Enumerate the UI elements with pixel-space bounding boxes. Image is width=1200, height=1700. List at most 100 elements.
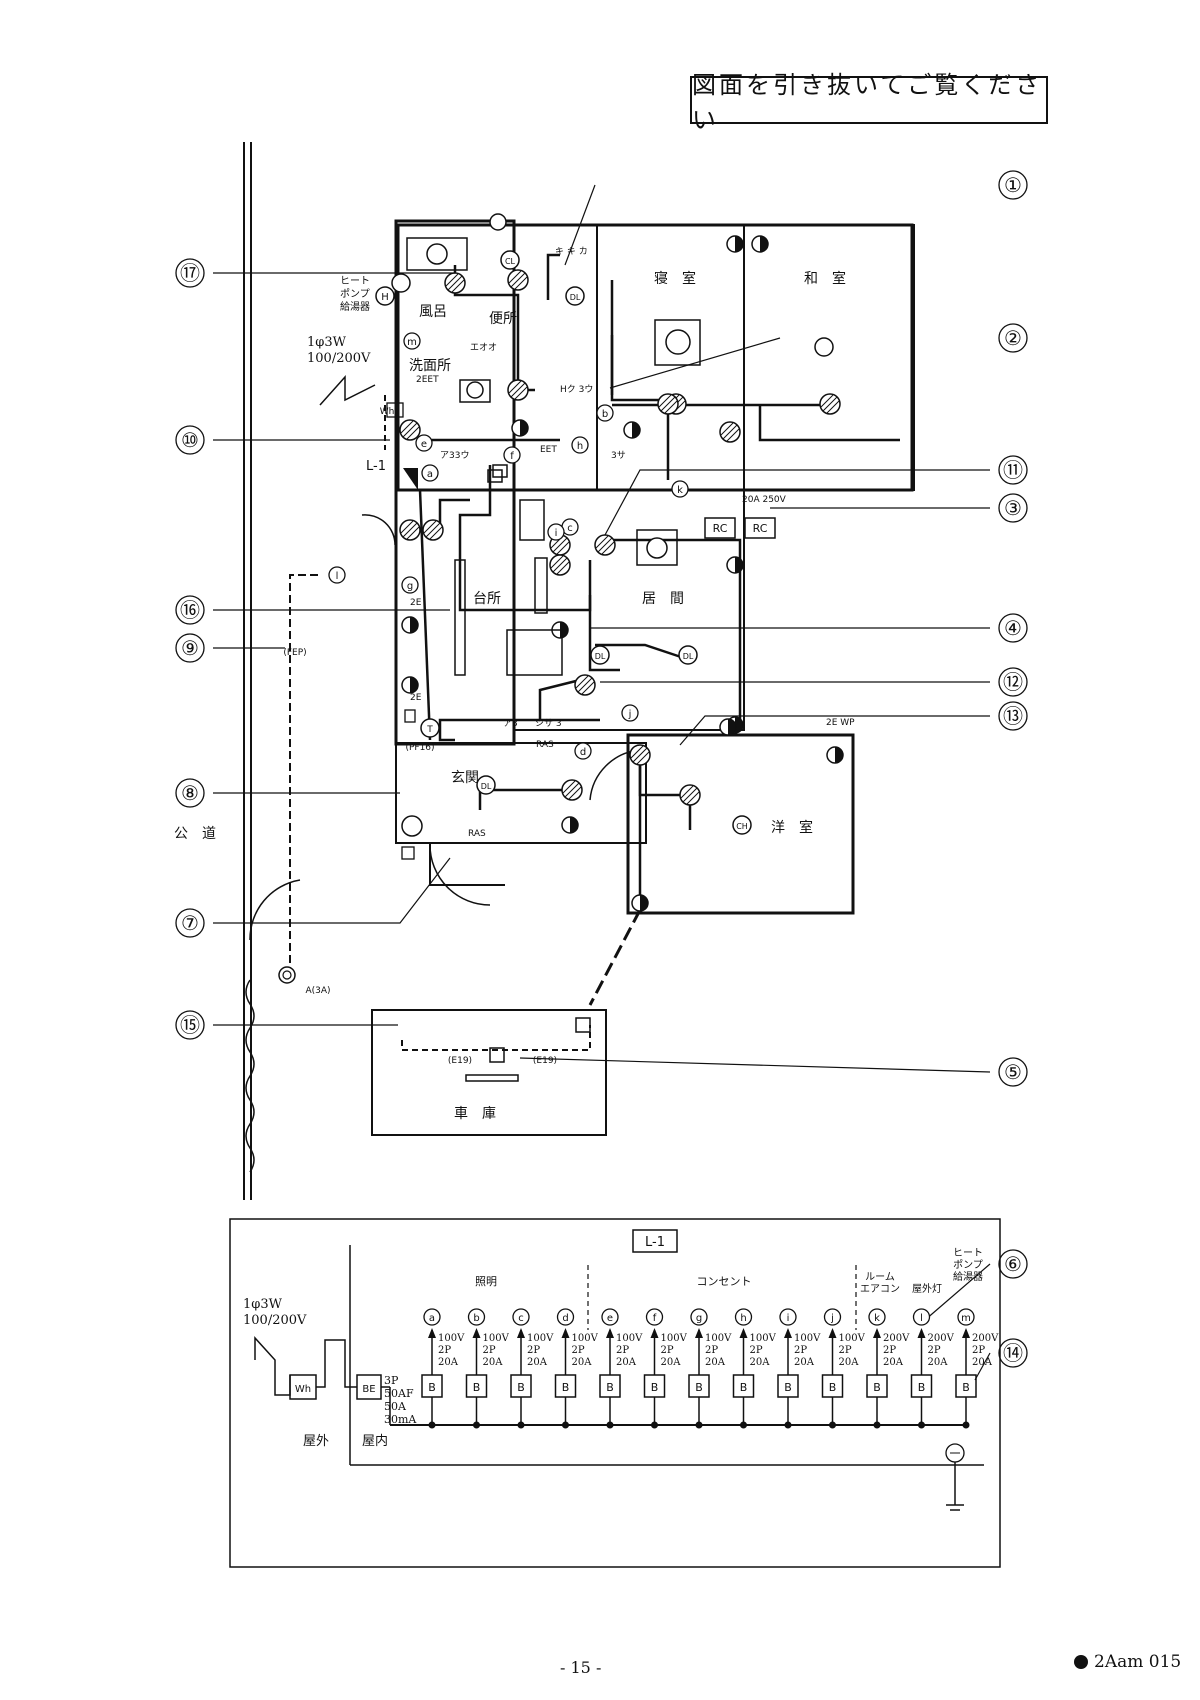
circuit-spec: 2P (661, 1345, 674, 1356)
wire (588, 560, 620, 672)
ch-label: CH (736, 822, 748, 831)
arrow-icon (828, 1328, 837, 1338)
arrow-icon (606, 1328, 614, 1338)
outlet-icon (735, 557, 743, 573)
hatch (822, 396, 838, 412)
circuit-id-label: m (961, 1313, 971, 1324)
circuit-id-marker (779, 1308, 797, 1326)
2e-label: 2E (410, 693, 422, 703)
circuit-spec: 2P (616, 1345, 629, 1356)
arrow-icon (784, 1328, 792, 1338)
circuit-spec: 2P (527, 1345, 540, 1356)
hatch (686, 791, 700, 805)
outlet-20a-label: 20A 250V (742, 495, 787, 505)
bus-tap (784, 1421, 792, 1429)
bus-tap (829, 1421, 836, 1429)
wire (438, 498, 470, 525)
a33u-label: ア33ウ (440, 450, 469, 461)
arrow-icon (561, 1328, 570, 1338)
bus-tap (918, 1421, 925, 1429)
callout-number: ① (1004, 173, 1022, 197)
circuit-id-marker (645, 1308, 664, 1326)
hatch (451, 279, 465, 293)
room-label-toilet: 便所 (489, 311, 517, 327)
doorbell-box (401, 846, 415, 860)
panel-label: L-1 (366, 459, 386, 474)
callout-leader (679, 715, 990, 746)
hatch (564, 782, 580, 798)
callout-circle (998, 1057, 1028, 1087)
hatch (445, 273, 459, 287)
cl-label: CL (505, 257, 516, 266)
circuit-spec: 100V (572, 1333, 599, 1344)
fep-conduit (289, 574, 320, 975)
dl-label: DL (683, 652, 694, 661)
boundary-wave (245, 979, 255, 1173)
circuit-spec: 100V (616, 1333, 643, 1344)
circuit-spec: 20A (438, 1357, 459, 1368)
callout-number: ⑦ (181, 911, 199, 935)
rc-box (744, 517, 776, 539)
outlet-icon (410, 677, 418, 693)
callout-number: ⑰ (180, 261, 200, 285)
circuit-marker-label: e (421, 439, 427, 450)
circuit-id-label: e (607, 1313, 613, 1324)
e19-label: (E19) (533, 1056, 557, 1066)
schedule-indoor-label: 屋内 (362, 1433, 388, 1449)
rc-box (704, 517, 736, 539)
circuit-spec: 100V (483, 1333, 510, 1344)
callout-leader (213, 857, 451, 924)
circuit-spec: 100V (705, 1333, 732, 1344)
room-label-garage: 車 庫 (454, 1105, 496, 1122)
circuit-spec: 100V (794, 1333, 821, 1344)
circuit-spec: 2P (794, 1345, 807, 1356)
hatch (510, 382, 526, 398)
kiki-label: キ キ カ (555, 246, 588, 257)
2e-label: 2E (410, 598, 422, 608)
hatch (722, 424, 738, 440)
document-code: 2Aam 015 (1074, 1652, 1181, 1672)
circuit-spec: 200V (883, 1333, 910, 1344)
arrow-icon (517, 1328, 525, 1338)
hatch (556, 561, 570, 575)
circuit-id-marker (690, 1308, 708, 1326)
hatch (423, 520, 437, 534)
arrow-icon (917, 1328, 926, 1338)
circuit-marker-label: f (510, 451, 514, 462)
door-swing (249, 879, 301, 941)
schedule-title: L-1 (645, 1235, 665, 1250)
callout-circle (998, 667, 1028, 697)
dl-icon (565, 286, 585, 306)
hatch (406, 426, 420, 440)
garage-jbox-icon (489, 1047, 505, 1063)
callout-number: ⑬ (1003, 704, 1023, 728)
hatch (820, 394, 834, 408)
hatch (597, 537, 613, 553)
bus-tap (517, 1421, 525, 1429)
page-number: - 15 - (560, 1658, 602, 1677)
circuit-id-label: l (920, 1313, 923, 1324)
hatch (726, 428, 740, 442)
h-icon (375, 286, 395, 306)
hatch (632, 747, 648, 763)
circuit-marker-g (401, 576, 419, 594)
callout-circle (998, 701, 1028, 731)
circuit-id-label: k (874, 1313, 880, 1324)
arrow-icon (962, 1328, 970, 1338)
circuit-marker-j (621, 704, 639, 722)
breaker-label: B (562, 1381, 570, 1394)
outlet-icon (835, 747, 843, 763)
ch-icon (732, 815, 752, 835)
circuit-id-marker (734, 1308, 753, 1326)
callout-number: ⑭ (1003, 1341, 1023, 1365)
ras-label: RAS (536, 740, 554, 750)
hatch (636, 751, 650, 765)
wire (438, 718, 540, 742)
circuit-spec: 2P (572, 1345, 585, 1356)
arrow-icon (472, 1328, 481, 1338)
vent-icon (489, 213, 507, 231)
road-label: 公 道 (174, 826, 216, 842)
hatch (658, 394, 672, 408)
bus-tap (740, 1421, 747, 1429)
hatch (550, 555, 564, 569)
